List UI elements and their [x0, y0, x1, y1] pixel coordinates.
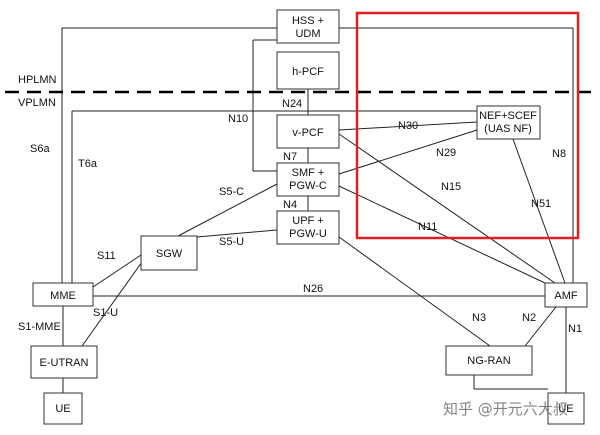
- node-ue-right: UE: [547, 392, 585, 425]
- label-s5c: S5-C: [219, 186, 244, 198]
- edge-s5u: [196, 229, 278, 238]
- connections: [61, 27, 574, 393]
- label-s5u: S5-U: [219, 236, 244, 248]
- edge-n29: [338, 129, 478, 175]
- label-n10: N10: [228, 113, 248, 125]
- node-nef-scef: NEF+SCEF (UAS NF): [476, 105, 541, 140]
- label-n3: N3: [472, 312, 486, 324]
- label-s11: S11: [97, 250, 116, 262]
- edge-n15: [338, 133, 556, 284]
- label-n30: N30: [398, 120, 418, 132]
- node-nef-scef-line1: NEF+SCEF: [479, 110, 537, 122]
- edge-n11: [338, 185, 546, 284]
- label-n8: N8: [552, 148, 566, 160]
- label-n2: N2: [522, 312, 536, 324]
- hplmn-label: HPLMN: [18, 74, 57, 86]
- node-ue-left: UE: [43, 392, 83, 425]
- node-h-pcf: h-PCF: [276, 51, 340, 90]
- node-upf-pgwu: UPF + PGW-U: [276, 210, 340, 245]
- node-sgw: SGW: [140, 235, 198, 271]
- node-e-utran-label: E-UTRAN: [40, 357, 89, 369]
- label-n11: N11: [418, 221, 437, 233]
- edge-n3: [338, 236, 491, 347]
- label-n1: N1: [568, 323, 582, 335]
- node-smf-pgwc: SMF + PGW-C: [276, 162, 340, 197]
- node-hss-udm: HSS + UDM: [276, 9, 340, 44]
- edge-n30: [338, 121, 478, 131]
- edge-s11: [92, 254, 142, 288]
- node-ue-left-label: UE: [55, 403, 70, 415]
- label-n29: N29: [436, 147, 456, 159]
- node-e-utran: E-UTRAN: [30, 345, 98, 379]
- edge-s1u: [81, 254, 148, 347]
- label-n24: N24: [282, 98, 302, 110]
- node-mme-label: MME: [50, 290, 76, 302]
- edge-n51: [512, 138, 566, 284]
- node-smf-pgwc-line1: SMF +: [292, 167, 325, 179]
- node-smf-pgwc-line2: PGW-C: [289, 180, 327, 192]
- node-nef-scef-line2: (UAS NF): [484, 123, 532, 135]
- node-h-pcf-label: h-PCF: [292, 66, 324, 78]
- interface-labels: S6a T6a N10 N24 N30 N29 N8 N7 N4 N15 N51…: [18, 98, 582, 335]
- node-ng-ran-label: NG-RAN: [467, 355, 510, 367]
- vplmn-label: VPLMN: [18, 97, 56, 109]
- node-ue-right-label: UE: [558, 403, 573, 415]
- node-ng-ran: NG-RAN: [445, 345, 533, 376]
- edge-n2: [524, 306, 557, 347]
- label-t6a: T6a: [78, 158, 98, 170]
- label-n51: N51: [531, 198, 551, 210]
- label-n4: N4: [283, 199, 297, 211]
- watermark-text: 知乎 @开元六大叔: [443, 400, 568, 418]
- label-s1u: S1-U: [93, 307, 118, 319]
- node-amf-label: AMF: [554, 290, 578, 302]
- label-n15: N15: [441, 181, 461, 193]
- label-s1mme: S1-MME: [18, 321, 61, 333]
- node-hss-udm-line1: HSS +: [292, 15, 324, 27]
- node-sgw-label: SGW: [156, 248, 183, 260]
- label-s6a: S6a: [30, 143, 50, 155]
- node-upf-pgwu-line2: PGW-U: [289, 228, 327, 240]
- edge-s5c: [177, 183, 278, 237]
- node-amf: AMF: [544, 282, 588, 308]
- node-mme: MME: [32, 282, 94, 307]
- node-hss-udm-line2: UDM: [295, 28, 320, 40]
- label-n26: N26: [303, 283, 323, 295]
- node-v-pcf: v-PCF: [276, 114, 340, 149]
- label-n7: N7: [283, 151, 297, 163]
- highlight-box: [355, 11, 580, 240]
- node-upf-pgwu-line1: UPF +: [292, 215, 323, 227]
- node-v-pcf-label: v-PCF: [292, 127, 323, 139]
